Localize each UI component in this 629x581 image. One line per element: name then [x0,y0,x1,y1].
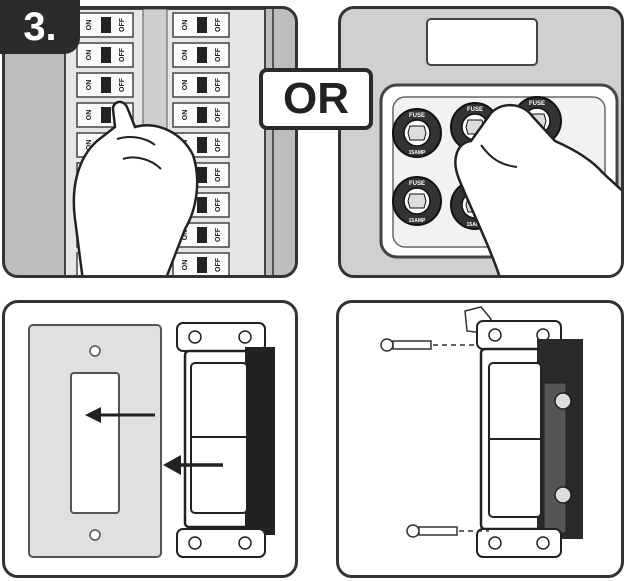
fuse-label: FUSE [409,113,425,119]
breaker-on-label: ON [86,20,93,31]
breaker-off-label: OFF [215,197,222,212]
breaker-off-label: OFF [215,17,222,32]
light-switch-mounted [476,320,583,558]
breaker-off-label: OFF [215,77,222,92]
breaker-off-label: OFF [215,137,222,152]
fuse-rating-label: 15AMP [409,150,426,156]
screw-in-fuse: FUSE 15AMP [392,176,442,226]
breaker-off-label: OFF [119,17,126,32]
remove-mounting-screws-illustration [336,300,624,578]
breaker-switch: ON OFF [76,72,134,98]
fuse-box-illustration: FUSE15AMPFUSE15AMPFUSE15AMPFUSE15AMPFUSE… [338,6,624,278]
switch-screws-drawing [380,306,583,558]
breaker-switch: ON OFF [76,12,134,38]
breaker-panel-illustration: ON OFF ON OFF ON OFF ON OFF ON OFF ON OFF ON OFF ON OFF… [2,6,298,278]
breaker-on-label: ON [182,80,189,91]
breaker-on-label: ON [86,80,93,91]
breaker-off-label: OFF [215,257,222,272]
breaker-off-label: OFF [215,167,222,182]
breaker-off-label: OFF [215,227,222,242]
breaker-on-label: ON [182,50,189,61]
screw-in-fuse: FUSE 15AMP [392,108,442,158]
hand-unscrewing-fuse [454,104,621,275]
arrow-left-lower [163,455,223,475]
screw-top [380,338,507,352]
breaker-on-label: ON [86,110,93,121]
hand-flipping-breaker [72,100,199,275]
fuse-box-drawing: FUSE15AMPFUSE15AMPFUSE15AMPFUSE15AMPFUSE… [379,18,621,275]
breaker-on-label: ON [182,110,189,121]
breaker-on-label: ON [182,20,189,31]
plate-screw-hole-top [89,345,101,357]
step-number-badge: 3. [0,0,80,54]
breaker-switch: ON OFF [172,252,230,275]
light-switch [176,322,275,558]
wall-plate-opening [70,372,120,514]
breaker-switch: ON OFF [172,102,230,128]
breaker-panel-drawing: ON OFF ON OFF ON OFF ON OFF ON OFF ON OFF ON OFF ON OFF… [64,9,274,275]
fuse-label: FUSE [529,101,545,107]
breaker-switch: ON OFF [76,42,134,68]
breaker-on-label: ON [182,230,189,241]
breaker-switch: ON OFF [172,72,230,98]
breaker-off-label: OFF [215,47,222,62]
breaker-on-label: ON [182,260,189,271]
plate-screw-hole-bottom [89,529,101,541]
fuse-rating-label: 15AMP [467,222,484,228]
or-connector: OR [259,68,373,130]
breaker-switch: ON OFF [172,42,230,68]
remove-wall-plate-illustration [2,300,298,578]
fuse-label: FUSE [467,107,483,113]
breaker-on-label: ON [86,50,93,61]
breaker-off-label: OFF [119,47,126,62]
breaker-off-label: OFF [215,107,222,122]
breaker-on-label: ON [86,140,93,151]
arrow-left-upper [85,407,155,423]
fuse-label: FUSE [409,181,425,187]
wall-plate-drawing [28,322,275,558]
breaker-off-label: OFF [119,77,126,92]
screw-bottom [406,524,489,538]
fuse-rating-label: 15AMP [409,218,426,224]
breaker-switch: ON OFF [172,12,230,38]
